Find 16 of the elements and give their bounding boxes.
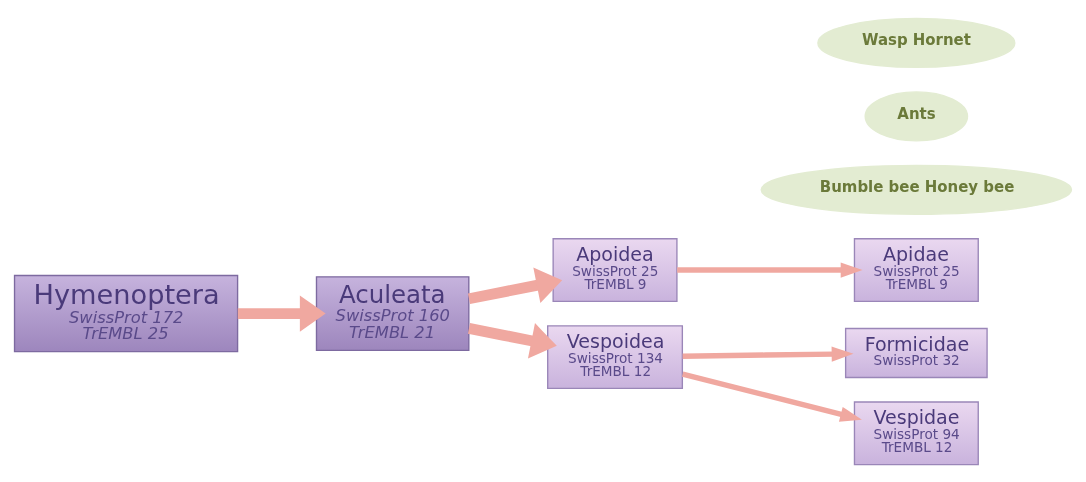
node-box: Hymenoptera SwissProt 172 TrEMBL 25 <box>13 274 239 352</box>
arrow <box>467 322 557 359</box>
node-box: Formicidae SwissProt 32 <box>844 327 988 378</box>
node-ellipse: Wasp Hornet <box>817 17 1016 68</box>
arrow <box>682 370 862 422</box>
node-ellipse: Ants <box>864 90 969 142</box>
node-box: Aculeata SwissProt 160 TrEMBL 21 <box>315 275 470 351</box>
node-box: Apoidea SwissProt 25 TrEMBL 9 <box>552 237 678 302</box>
node-box: Apidae SwissProt 25 TrEMBL 9 <box>853 237 979 302</box>
node-box: Vespidae SwissProt 94 TrEMBL 12 <box>853 400 979 465</box>
arrow <box>467 267 563 304</box>
node-box: Vespoidea SwissProt 134 TrEMBL 12 <box>547 324 684 389</box>
arrow <box>237 295 326 332</box>
arrow <box>682 346 854 362</box>
node-ellipse: Bumble bee Honey bee <box>760 164 1073 215</box>
arrow <box>677 261 863 278</box>
